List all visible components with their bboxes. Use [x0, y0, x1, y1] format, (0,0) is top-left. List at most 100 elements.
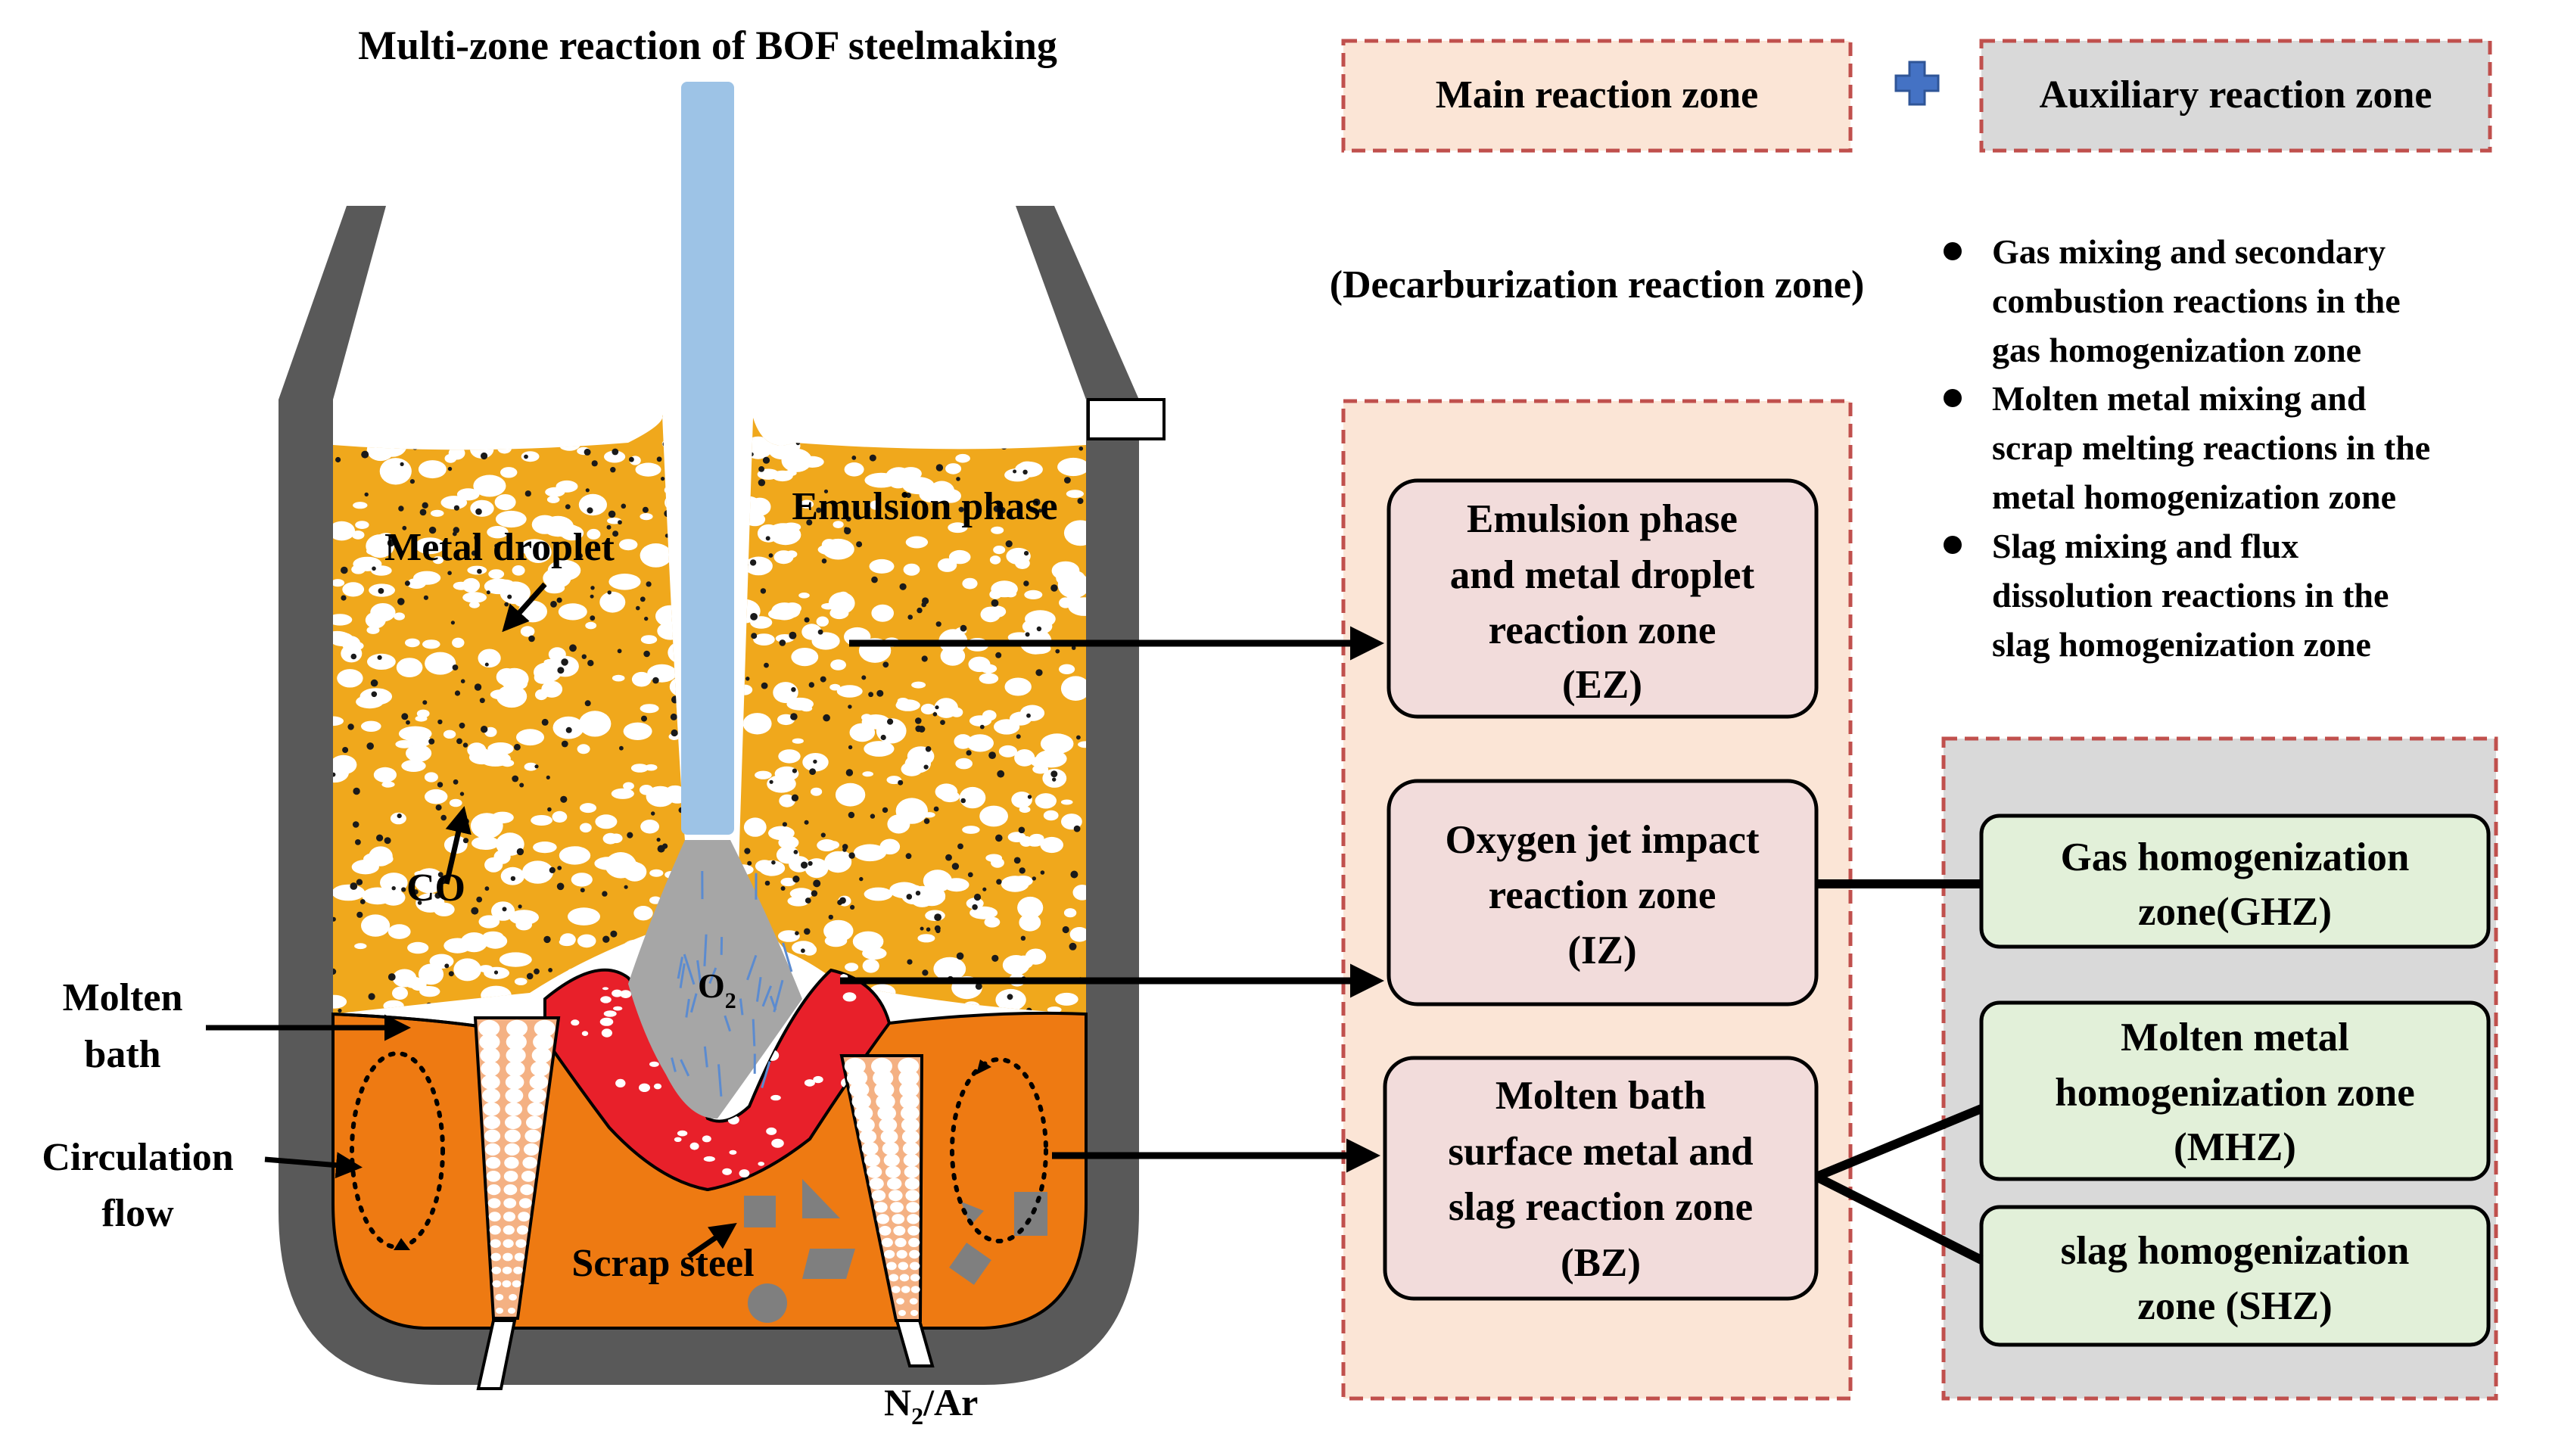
- bubble: [998, 745, 1017, 758]
- gas-bubble: [505, 1115, 521, 1130]
- metal-droplet-dot: [406, 720, 410, 725]
- bubble: [1072, 885, 1086, 901]
- gas-bubble: [906, 1202, 920, 1213]
- metal-droplet-dot: [587, 507, 593, 514]
- bubble: [770, 1094, 781, 1101]
- metal-droplet-dot: [915, 891, 921, 896]
- gas-bubble: [901, 1118, 920, 1133]
- metal-droplet-dot: [1013, 469, 1017, 474]
- metal-droplet-dot: [820, 676, 826, 683]
- oxygen-jet: [628, 840, 802, 1119]
- bubble: [405, 638, 420, 648]
- gas-bubble: [503, 1198, 517, 1209]
- metal-droplet-dot: [587, 660, 594, 667]
- bubble: [864, 741, 895, 757]
- gas-bubble: [485, 1156, 501, 1169]
- arrow-co: [444, 806, 472, 885]
- bubble: [647, 664, 677, 683]
- bubble: [571, 1019, 580, 1026]
- metal-droplet-dot: [454, 690, 461, 696]
- metal-droplet-dot: [557, 866, 562, 870]
- metal-droplet-dot: [958, 506, 964, 512]
- gas-bubble: [901, 1130, 920, 1144]
- gas-bubble: [516, 1225, 529, 1235]
- jet-streak: [755, 976, 762, 1002]
- bubble: [885, 467, 912, 487]
- metal-droplet-dot: [868, 692, 873, 698]
- scrap-piece: [961, 1202, 984, 1226]
- metal-droplet-dot: [1026, 713, 1031, 718]
- bubble: [558, 603, 587, 621]
- gas-bubble: [884, 1249, 895, 1259]
- bubble: [547, 559, 581, 581]
- bubble: [780, 877, 796, 887]
- bubble: [1066, 490, 1084, 498]
- bubble: [490, 689, 510, 700]
- metal-droplet-dot: [419, 509, 427, 516]
- metal-droplet-dot: [809, 768, 816, 775]
- bubble: [1057, 457, 1086, 477]
- metal-droplet-dot: [502, 907, 507, 912]
- gas-bubble: [503, 1212, 515, 1222]
- label-scrap-steel: Scrap steel: [571, 1242, 754, 1285]
- bubble: [356, 695, 384, 709]
- metal-droplet-dot: [661, 477, 665, 481]
- metal-droplet-dot: [475, 508, 482, 515]
- bubble: [1004, 677, 1032, 696]
- metal-droplet-dot: [972, 904, 978, 910]
- gas-bubble: [910, 1262, 920, 1271]
- gas-bubble: [880, 1130, 898, 1144]
- bottom-gas-plume-left: [473, 1016, 561, 1320]
- jet-streak: [685, 998, 690, 1018]
- metal-droplet-dot: [477, 568, 482, 574]
- bz-line-2: surface metal and: [1448, 1130, 1753, 1174]
- gas-bubble: [484, 1143, 501, 1156]
- metal-droplet-dot: [640, 596, 646, 602]
- metal-droplet-dot: [915, 725, 922, 733]
- metal-droplet-dot: [541, 718, 549, 726]
- gas-bubble: [859, 1130, 877, 1144]
- bubble: [462, 592, 487, 603]
- metal-droplet-dot: [747, 860, 752, 866]
- metal-droplet-dot: [850, 904, 855, 910]
- bubble: [500, 467, 518, 478]
- bubble: [381, 781, 395, 788]
- bubble: [418, 963, 444, 985]
- metal-droplet-dot: [453, 505, 460, 511]
- metal-droplet-dot: [422, 700, 428, 705]
- metal-droplet-dot: [447, 1006, 455, 1013]
- bubble: [481, 985, 512, 1005]
- metal-droplet-dot: [934, 913, 941, 921]
- bubble: [1010, 711, 1032, 726]
- bubble: [494, 494, 516, 511]
- metal-droplet-dot: [448, 971, 454, 977]
- label-circulation-line-2: flow: [101, 1192, 174, 1235]
- bubble: [396, 658, 423, 677]
- metal-droplet-dot: [1036, 626, 1042, 632]
- metal-droplet-dot: [813, 759, 817, 764]
- metal-droplet-dot: [995, 834, 1003, 842]
- metal-droplet-dot: [871, 576, 878, 583]
- jet-streak: [703, 934, 708, 966]
- bubble: [842, 992, 857, 1002]
- metal-droplet-dot: [417, 901, 422, 905]
- bubble: [415, 715, 428, 722]
- bubble: [830, 659, 846, 670]
- bubble: [620, 990, 632, 998]
- metal-droplet-dot: [967, 872, 973, 878]
- bubble: [959, 786, 986, 809]
- metal-droplet-dot: [804, 928, 811, 935]
- bubble: [613, 1006, 623, 1011]
- bubble: [392, 986, 408, 1000]
- metal-droplet-dot: [422, 502, 428, 509]
- bubble: [468, 601, 480, 608]
- bubble: [333, 716, 344, 726]
- bubble: [1013, 876, 1033, 887]
- bubble: [383, 1000, 404, 1012]
- metal-droplet-dot: [940, 720, 945, 725]
- bubble: [955, 758, 973, 770]
- zone-pointer-arrows: [840, 626, 1384, 1173]
- bubble: [495, 510, 527, 528]
- metal-droplet-dot: [899, 583, 907, 590]
- bubble: [689, 1142, 699, 1150]
